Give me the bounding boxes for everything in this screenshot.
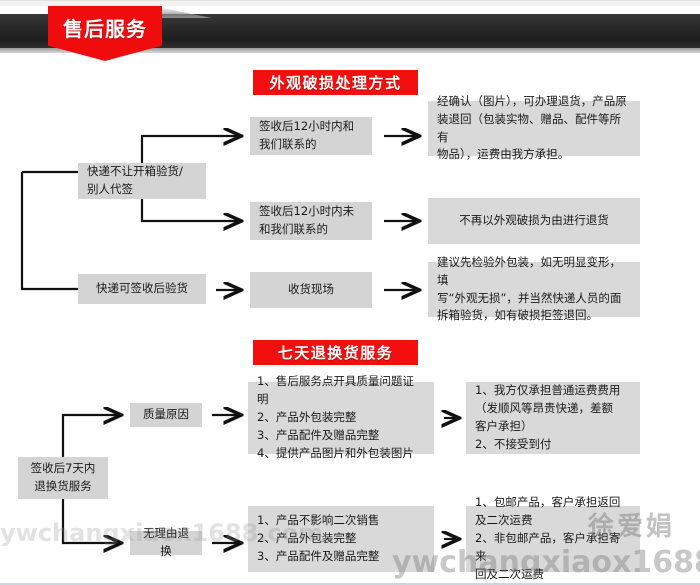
page-bottom-edge: [0, 583, 700, 585]
node-contacted-within-12h: 签收后12小时内和 我们联系的: [250, 117, 372, 155]
node-courier-allows-inspection: 快递可签收后验货: [78, 274, 206, 304]
ribbon-label: 售后服务: [63, 17, 147, 41]
page-banner: 售后服务: [0, 0, 700, 61]
node-no-reason-return: 无理由退换: [130, 526, 202, 558]
result-no-reason-shipping-policy: 1、包邮产品，客户承担返回 及二次运费 2、非包邮产品，客户承担寄来 回及二次运…: [466, 495, 640, 581]
conditions-no-reason-return: 1、产品不影响二次销售 2、产品外包装完整 3、产品配件及赠品完整: [248, 506, 434, 572]
line-bracket-left: [20, 172, 78, 291]
section-title-appearance-damage: 外观破损处理方式: [253, 70, 418, 95]
node-delivery-site: 收货现场: [250, 272, 372, 308]
node-not-contacted-within-12h: 签收后12小时内未 和我们联系的: [250, 202, 372, 240]
arrow-to-not-contacted-12h: [140, 199, 240, 221]
result-quality-shipping-policy: 1、我方仅承担普通运费费用 （发顺风等昂贵快递，差额 客户承担） 2、不接受到付: [466, 382, 640, 454]
result-refund-approved: 经确认（图片），可办理退货，产品原 装退回（包装实物、赠品、配件等所有 物品），…: [428, 94, 640, 161]
conditions-quality-return: 1、售后服务点开具质量问题证明 2、产品外包装完整 3、产品配件及赠品完整 4、…: [248, 374, 434, 460]
result-inspect-packaging-advice: 建议先检验外包装，如无明显变形，填 写“外观无损”，并当然快递人员的面 拆箱验货…: [428, 255, 640, 322]
node-courier-no-inspection: 快递不让开箱验货/ 别人代签: [78, 163, 206, 199]
node-seven-day-service-root: 签收后7天内 退换货服务: [18, 457, 108, 499]
arrow-to-no-reason-return: [61, 499, 120, 543]
banner-top-edge: [0, 0, 700, 6]
arrow-to-quality-reason: [61, 415, 120, 457]
result-no-damage-claim: 不再以外观破损为由进行退货: [428, 198, 640, 244]
section-title-seven-day-return: 七天退换货服务: [253, 340, 418, 365]
arrow-to-contacted-12h: [140, 136, 240, 163]
node-quality-reason: 质量原因: [130, 403, 202, 427]
